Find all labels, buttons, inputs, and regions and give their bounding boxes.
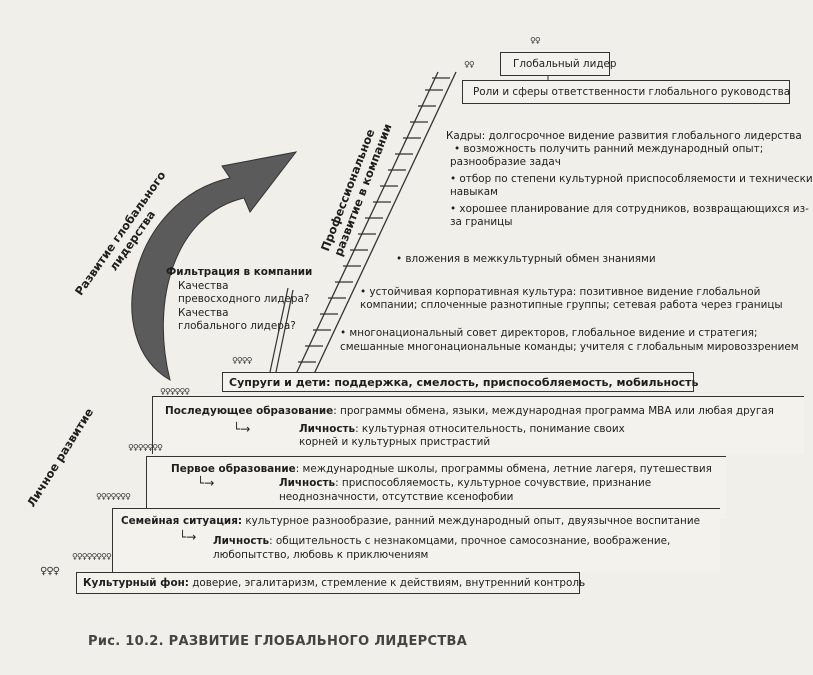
person-figures-icon: ♀♀♀♀♀♀♀♀ bbox=[72, 552, 112, 561]
board-line: смешанные многонациональные команды; учи… bbox=[340, 341, 799, 353]
person-figures-icon: ♀♀♀♀ bbox=[232, 356, 252, 365]
cadres-line: • отбор по степени культурной приспособл… bbox=[450, 173, 813, 185]
person-figures-icon: ♀♀ bbox=[530, 36, 541, 45]
person-figures-icon: ♀♀ bbox=[464, 60, 475, 69]
filtration-pole bbox=[269, 287, 294, 373]
roles-label: Роли и сферы ответственности глобального… bbox=[473, 86, 791, 98]
cadres-line: за границы bbox=[450, 216, 513, 228]
personality-text: корней и культурных пристрастий bbox=[299, 436, 491, 448]
personality-text: любопытство, любовь к приключениям bbox=[213, 549, 429, 561]
first-education-label: Первое образование bbox=[171, 463, 296, 475]
further-education-label: Последующее образование bbox=[165, 405, 334, 417]
filtration-line: глобального лидера? bbox=[178, 320, 296, 332]
culture-line: • устойчивая корпоративная культура: поз… bbox=[360, 286, 761, 298]
ladder-icon bbox=[295, 71, 457, 375]
curved-arrow-icon bbox=[131, 151, 298, 382]
person-figures-icon: ♀♀♀♀♀♀♀ bbox=[128, 443, 163, 452]
filtration-title: Фильтрация в компании bbox=[166, 266, 313, 278]
personality-label: Личность bbox=[213, 535, 270, 547]
family-situation-box: Семейная ситуация: культурное разнообраз… bbox=[112, 508, 720, 572]
first-education-text: : международные школы, программы обмена,… bbox=[295, 463, 712, 475]
further-education-box: Последующее образование: программы обмен… bbox=[152, 396, 804, 454]
further-education-text: : программы обмена, языки, международная… bbox=[333, 405, 774, 417]
person-figures-icon: ♀♀♀♀♀♀ bbox=[160, 387, 190, 396]
personality-text: : приспособляемость, культурное сочувств… bbox=[335, 477, 652, 489]
roles-box: Роли и сферы ответственности глобального… bbox=[462, 80, 790, 104]
spouses-box: Супруги и дети: поддержка, смелость, при… bbox=[222, 372, 698, 392]
personality-text: неоднозначности, отсутствие ксенофобии bbox=[279, 491, 514, 503]
person-figures-icon: ♀♀♀ bbox=[40, 566, 60, 577]
first-education-box: Первое образование: международные школы,… bbox=[146, 456, 726, 518]
figure-caption: Рис. 10.2. РАЗВИТИЕ ГЛОБАЛЬНОГО ЛИДЕРСТВ… bbox=[88, 634, 468, 649]
cadres-line: Кадры: долгосрочное видение развития гло… bbox=[446, 130, 802, 142]
person-figures-icon: ♀♀♀♀♀♀♀ bbox=[96, 492, 131, 501]
investment-line: • вложения в межкультурный обмен знаниям… bbox=[396, 253, 656, 265]
cultural-background-text: доверие, эгалитаризм, стремление к дейст… bbox=[188, 577, 586, 589]
global-leader-box: Глобальный лидер bbox=[500, 52, 617, 76]
cadres-line: • возможность получить ранний международ… bbox=[454, 143, 764, 155]
right-angle-arrow-icon: └→ bbox=[233, 422, 251, 436]
cultural-background-box: Культурный фон: доверие, эгалитаризм, ст… bbox=[76, 572, 585, 594]
spouses-label: Супруги и дети: поддержка, смелость, при… bbox=[229, 376, 699, 389]
filtration-line: Качества bbox=[178, 307, 229, 319]
culture-line: компании; сплоченные разнотипные группы;… bbox=[360, 299, 783, 311]
global-leader-label: Глобальный лидер bbox=[513, 58, 617, 70]
cultural-background-label: Культурный фон: bbox=[83, 577, 189, 589]
filtration-line: превосходного лидера? bbox=[178, 293, 310, 305]
family-situation-text: культурное разнообразие, ранний междунар… bbox=[242, 515, 700, 527]
filtration-line: Качества bbox=[178, 280, 229, 292]
family-situation-label: Семейная ситуация: bbox=[121, 515, 243, 527]
board-line: • многонациональный совет директоров, гл… bbox=[340, 327, 758, 339]
personality-label: Личность bbox=[279, 477, 336, 489]
personality-text: : общительность с незнакомцами, прочное … bbox=[269, 535, 671, 547]
personality-text: : культурная относительность, понимание … bbox=[355, 423, 625, 435]
right-angle-arrow-icon: └→ bbox=[179, 530, 197, 544]
cadres-line: • хорошее планирование для сотрудников, … bbox=[450, 203, 809, 215]
cadres-line: разнообразие задач bbox=[450, 156, 561, 168]
cadres-line: навыкам bbox=[450, 186, 498, 198]
personality-label: Личность bbox=[299, 423, 356, 435]
right-angle-arrow-icon: └→ bbox=[197, 476, 215, 490]
